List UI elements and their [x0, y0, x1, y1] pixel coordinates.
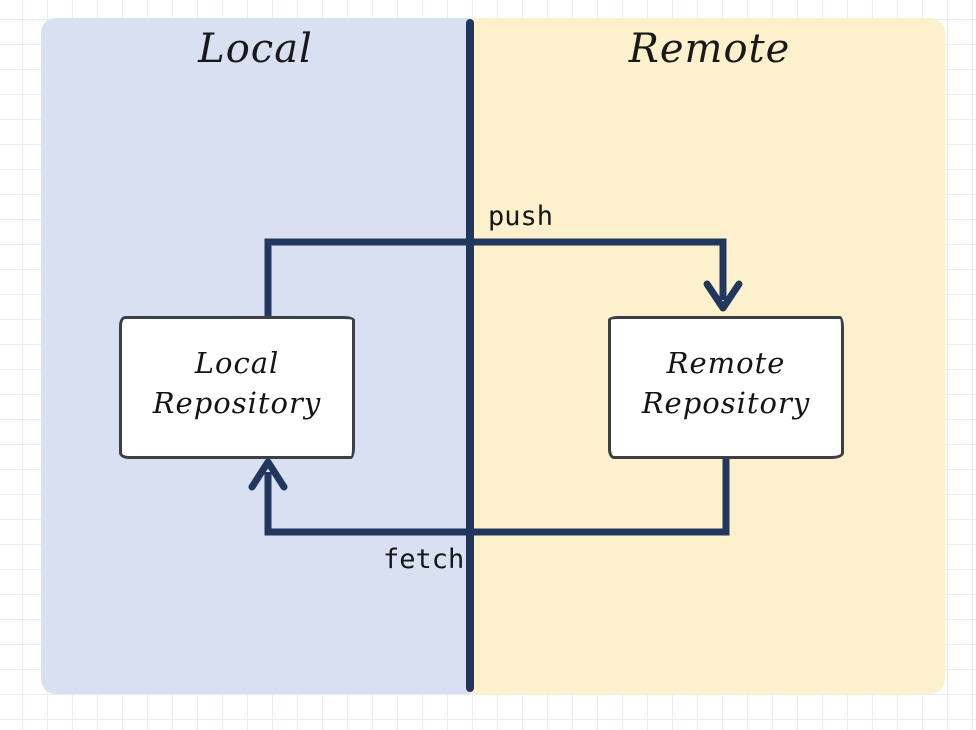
local-repository-label-line1: Local — [194, 345, 280, 380]
remote-repository-node: Remote Repository — [608, 316, 844, 459]
push-edge-label: push — [488, 201, 554, 232]
local-remote-divider — [466, 19, 474, 692]
fetch-edge-label: fetch — [383, 544, 465, 575]
remote-repository-label-line1: Remote — [666, 345, 786, 380]
local-repository-label-line2: Repository — [152, 385, 322, 420]
remote-region-title: Remote — [628, 26, 791, 72]
local-region-title: Local — [198, 26, 313, 72]
remote-repository-label-line2: Repository — [641, 385, 811, 420]
local-repository-node: Local Repository — [119, 316, 355, 459]
